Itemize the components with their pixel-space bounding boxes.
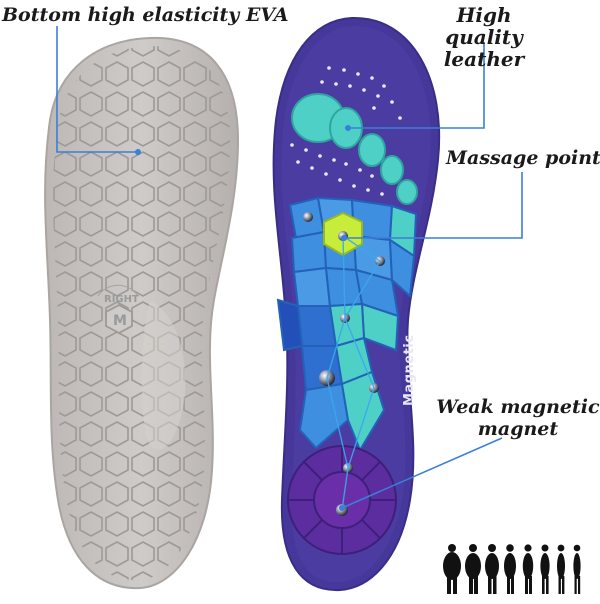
- label-magnet-line2: magnet: [477, 418, 559, 440]
- callout-lines: [56, 26, 523, 511]
- magnetic-label: Magnetic: [402, 335, 417, 406]
- insole-top-side: Magnetic: [272, 16, 441, 592]
- label-massage-point: Massage point: [446, 147, 600, 169]
- label-magnet-line1: Weak magnetic: [436, 396, 600, 418]
- label-leather: High quality leather: [418, 4, 550, 70]
- label-magnet: Weak magnetic magnet: [436, 396, 600, 440]
- heel-pad: [287, 445, 397, 555]
- size-badge: RIGHT M: [97, 284, 139, 335]
- label-leather-line1: High quality: [445, 3, 523, 49]
- label-bottom-eva: Bottom high elasticity EVA: [2, 4, 289, 26]
- body-weight-silhouettes-icon: [443, 544, 581, 594]
- label-leather-line2: leather: [443, 47, 525, 71]
- insole-bottom-side: RIGHT M: [44, 36, 240, 590]
- right-mark: RIGHT: [104, 294, 139, 305]
- size-mark: M: [113, 313, 127, 329]
